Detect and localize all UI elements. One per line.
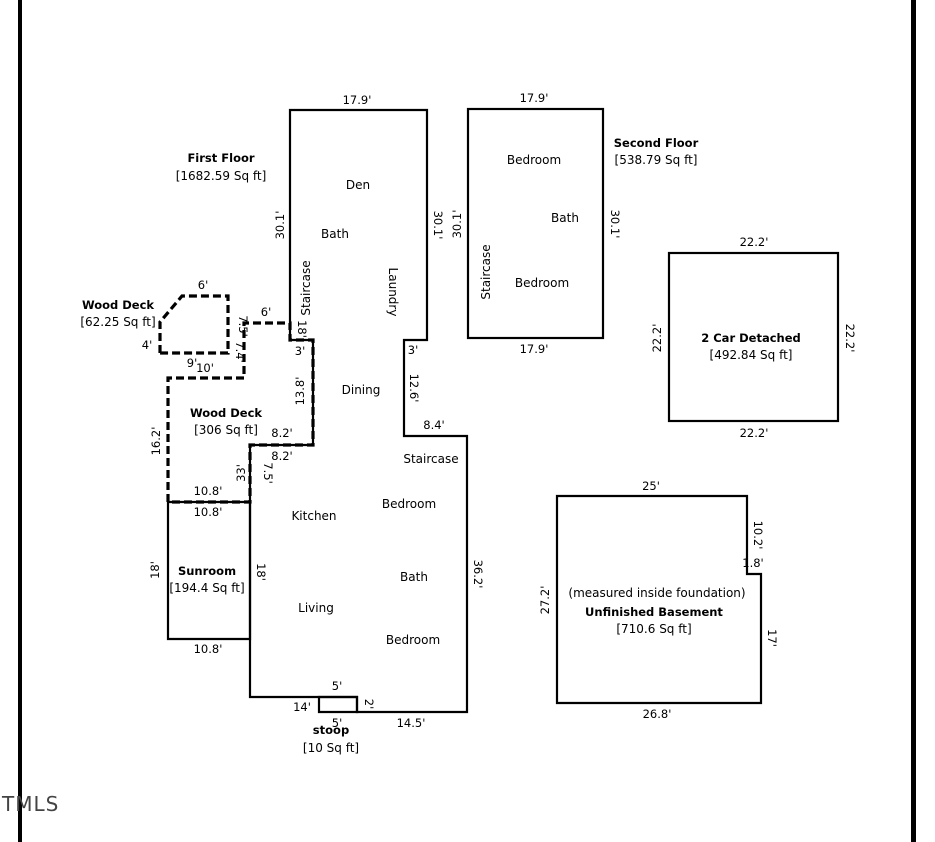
basement-area: [710.6 Sq ft]	[616, 622, 691, 636]
dim-b-10-2: 10.2'	[751, 521, 765, 550]
dim-ff-2: 2'	[362, 699, 376, 709]
room-den: Den	[346, 178, 370, 192]
small-deck-title: Wood Deck	[82, 298, 154, 312]
room-bedroom-4: Bedroom	[515, 276, 569, 290]
dim-b-top: 25'	[642, 479, 660, 493]
dim-stoop-bottom: 5'	[332, 716, 342, 730]
room-staircase-1: Staircase	[299, 260, 313, 315]
basement-title: Unfinished Basement	[585, 605, 723, 619]
dim-ff-right: 30.1'	[431, 211, 445, 240]
dim-ds-top: 6'	[198, 278, 208, 292]
room-bedroom-3: Bedroom	[507, 153, 561, 167]
sunroom-title: Sunroom	[178, 564, 236, 578]
dim-ff-8-4: 8.4'	[423, 418, 444, 432]
dim-ff-18r: 18'	[254, 563, 268, 581]
first-floor-area: [1682.59 Sq ft]	[176, 169, 267, 183]
dim-g-top: 22.2'	[740, 235, 769, 249]
stoop-outline	[317, 695, 359, 714]
dim-ff-36-2: 36.2'	[471, 560, 485, 589]
first-floor-outline	[248, 108, 469, 714]
dim-b-bottom: 26.8'	[643, 707, 672, 721]
room-laundry: Laundry	[386, 268, 400, 317]
wood-deck-small-outline	[158, 294, 230, 355]
room-living: Living	[298, 601, 334, 615]
room-staircase-3: Staircase	[479, 244, 493, 299]
room-bath-3: Bath	[551, 211, 579, 225]
garage-title: 2 Car Detached	[701, 331, 801, 345]
dim-ff-7-5b: 7.5'	[236, 315, 250, 336]
dim-ff-top: 17.9'	[343, 93, 372, 107]
stoop-area: [10 Sq ft]	[303, 741, 359, 755]
dim-ff-3a: 3'	[408, 343, 418, 357]
dim-ff-7-5a: 7.5'	[261, 462, 275, 483]
dim-sf-left: 30.1'	[450, 210, 464, 239]
dim-ff-14: 14'	[293, 700, 311, 714]
second-floor-title: Second Floor	[614, 136, 699, 150]
room-staircase-2: Staircase	[403, 452, 458, 466]
garage-area: [492.84 Sq ft]	[710, 348, 793, 362]
basement-note: (measured inside foundation)	[568, 586, 745, 600]
sunroom-area: [194.4 Sq ft]	[169, 581, 244, 595]
dim-ff-8-2a: 8.2'	[271, 426, 292, 440]
first-floor-title: First Floor	[187, 151, 254, 165]
room-dining: Dining	[342, 383, 381, 397]
dim-stoop-top: 5'	[332, 679, 342, 693]
dim-ff-left: 30.1'	[273, 211, 287, 240]
dim-sr-bottom: 10.8'	[194, 642, 223, 656]
room-bath-1: Bath	[321, 227, 349, 241]
room-kitchen: Kitchen	[291, 509, 336, 523]
dim-ff-13-8: 13.8'	[293, 377, 307, 406]
second-floor-area: [538.79 Sq ft]	[615, 153, 698, 167]
garage-outline	[667, 251, 840, 423]
dim-ff-8-2b: 8.2'	[271, 449, 292, 463]
dim-b-left: 27.2'	[538, 586, 552, 615]
dim-dl-10-8: 10.8'	[194, 484, 223, 498]
dim-g-right: 22.2'	[843, 324, 857, 353]
dim-sf-bottom: 17.9'	[520, 342, 549, 356]
basement-outline	[555, 494, 763, 705]
wood-deck-large-outline	[166, 321, 315, 504]
right-border	[911, 0, 916, 842]
watermark-logo: TMLS	[1, 792, 59, 816]
dim-sr-left: 18'	[148, 561, 162, 579]
dim-g-left: 22.2'	[650, 324, 664, 353]
dim-ds-left: 4'	[142, 338, 152, 352]
dim-ds-10: 10'	[196, 361, 214, 375]
room-bedroom-1: Bedroom	[382, 497, 436, 511]
second-floor-outline	[466, 107, 605, 340]
dim-ff-18c: 18'	[295, 320, 309, 338]
room-bath-2: Bath	[400, 570, 428, 584]
dim-b-17: 17'	[765, 629, 779, 647]
dim-ds-7-4: 7.4'	[233, 341, 247, 362]
large-deck-title: Wood Deck	[190, 406, 262, 420]
dim-ff-3b: 3'	[295, 344, 305, 358]
large-deck-area: [306 Sq ft]	[194, 423, 258, 437]
room-bedroom-2: Bedroom	[386, 633, 440, 647]
dim-dl-left: 16.2'	[149, 427, 163, 456]
dim-g-bottom: 22.2'	[740, 426, 769, 440]
dim-b-1-8: 1.8'	[742, 556, 763, 570]
dim-sr-top: 10.8'	[194, 505, 223, 519]
dim-ds-9: 9'	[187, 356, 197, 370]
dim-sf-right: 30.1'	[608, 210, 622, 239]
small-deck-area: [62.25 Sq ft]	[80, 315, 155, 329]
stoop-title: stoop	[313, 723, 349, 737]
dim-sf-top: 17.9'	[520, 91, 549, 105]
dim-ff-33: 33'	[234, 464, 248, 482]
dim-ff-12-6: 12.6'	[407, 374, 421, 403]
left-border	[18, 0, 22, 842]
dim-ff-14-5: 14.5'	[397, 716, 426, 730]
dim-ff-6b: 6'	[261, 305, 271, 319]
